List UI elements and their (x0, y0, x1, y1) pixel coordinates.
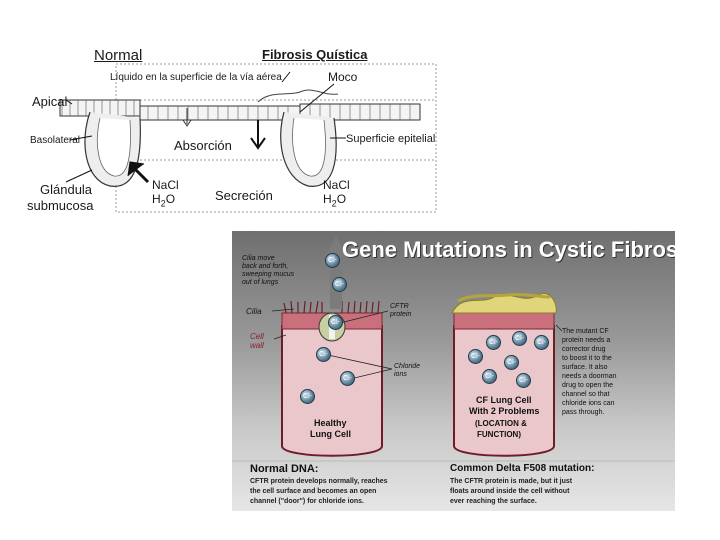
cftr-label-line2: protein (390, 311, 412, 318)
cf-title: Fibrosis Quística (262, 47, 368, 62)
chloride-ion: Cl- (325, 253, 340, 268)
normal-dna-text-line2: the cell surface and becomes an open (250, 488, 377, 495)
delta-f508-text-line3: ever reaching the surface. (450, 498, 537, 505)
basolateral-label: Basolateral (30, 135, 81, 146)
mutant-note: The mutant CF protein needs a corrector … (562, 327, 616, 417)
healthy-cell-label-line1: Healthy (314, 418, 347, 428)
mutant-note-line1: The mutant CF (562, 328, 609, 335)
cell-wall-label-line1: Cell (250, 332, 264, 341)
chloride-ion: Cl- (516, 373, 531, 388)
water-right-h: H (323, 192, 332, 206)
cf-cell-label-line2: With 2 Problems (469, 406, 540, 416)
mutant-note-line5: surface. It also (562, 364, 608, 371)
delta-f508-title: Common Delta F508 mutation: (450, 463, 595, 474)
mutant-note-line9: chloride ions can (562, 400, 615, 407)
gland-label-line2: submucosa (27, 198, 94, 213)
delta-f508-text-line1: The CFTR protein is made, but it just (450, 478, 573, 485)
chloride-ion: Cl- (482, 369, 497, 384)
mutant-note-line7: drug to open the (562, 382, 613, 389)
normal-title: Normal (94, 47, 143, 64)
nacl-right-label: NaCl (323, 178, 350, 192)
chloride-label-line2: ions (394, 371, 407, 378)
chloride-ion: Cl- (468, 349, 483, 364)
healthy-cell-label-line2: Lung Cell (310, 429, 351, 439)
airway-liquid-label: Líquido en la superficie de la vía aérea (110, 72, 282, 83)
airway-epithelium-diagram: Normal Fibrosis Quística Líquido en la s… (0, 0, 720, 225)
cilia-label: Cilia (246, 307, 262, 316)
chloride-ion: Cl- (534, 335, 549, 350)
mutant-note-line6: needs a doorman (562, 373, 617, 380)
water-left-o: O (165, 192, 176, 206)
cilia-note-line3: sweeping mucus (242, 271, 295, 278)
cf-cell-label-line4: FUNCTION) (477, 430, 521, 439)
cilia-note-line1: Cilia move (242, 255, 275, 262)
mutant-note-line10: pass through. (562, 409, 605, 416)
cftr-label-line1: CFTR (390, 303, 409, 310)
chloride-label-line1: Chloride (394, 363, 421, 370)
cilia-note-line4: out of lungs (242, 279, 279, 286)
apical-label: Apical (32, 94, 68, 109)
airway-epithelium-drawing (59, 63, 437, 213)
water-right-sub: 2 (331, 198, 337, 209)
gene-mutations-figure: Gene Mutations in Cystic Fibrosis Cilia … (232, 231, 675, 511)
mutant-note-line4: to boost it to the (562, 355, 612, 362)
chloride-ion: Cl- (316, 347, 331, 362)
normal-dna-title: Normal DNA: (250, 463, 319, 475)
chloride-ion: Cl- (332, 277, 347, 292)
water-right-o: O (336, 192, 347, 206)
cell-wall-label-line2: wall (250, 341, 264, 350)
chloride-ion: Cl- (486, 335, 501, 350)
chloride-ion: Cl- (328, 315, 343, 330)
mucus-label: Moco (328, 70, 358, 84)
chloride-ion: Cl- (300, 389, 315, 404)
water-left-label: H2O (152, 192, 175, 208)
absorption-label: Absorción (174, 138, 232, 153)
secretion-label: Secreción (215, 188, 273, 203)
chloride-ion: Cl- (504, 355, 519, 370)
cf-cell-label-line1: CF Lung Cell (476, 395, 532, 405)
water-left-sub: 2 (160, 198, 166, 209)
cilia-note-line2: back and forth, (242, 263, 289, 270)
normal-dna-text-line3: channel ("door") for chloride ions. (250, 498, 364, 505)
figure-title: Gene Mutations in Cystic Fibrosis (342, 237, 675, 262)
mutant-note-line3: corrector drug (562, 346, 606, 353)
water-right-label: H2O (323, 192, 346, 208)
nacl-left-label: NaCl (152, 178, 179, 192)
chloride-ion: Cl- (340, 371, 355, 386)
water-left-h: H (152, 192, 161, 206)
epithelial-surface-label: Superficie epitelial (346, 133, 436, 145)
mutant-note-line8: channel so that (562, 391, 610, 398)
cf-cell-label-line3: (LOCATION & (475, 419, 527, 428)
mutant-note-line2: protein needs a (562, 337, 611, 344)
chloride-ion: Cl- (512, 331, 527, 346)
gland-label-line1: Glándula (40, 182, 93, 197)
normal-dna-text-line1: CFTR protein develops normally, reaches (250, 478, 388, 485)
delta-f508-text-line2: floats around inside the cell without (450, 488, 570, 495)
